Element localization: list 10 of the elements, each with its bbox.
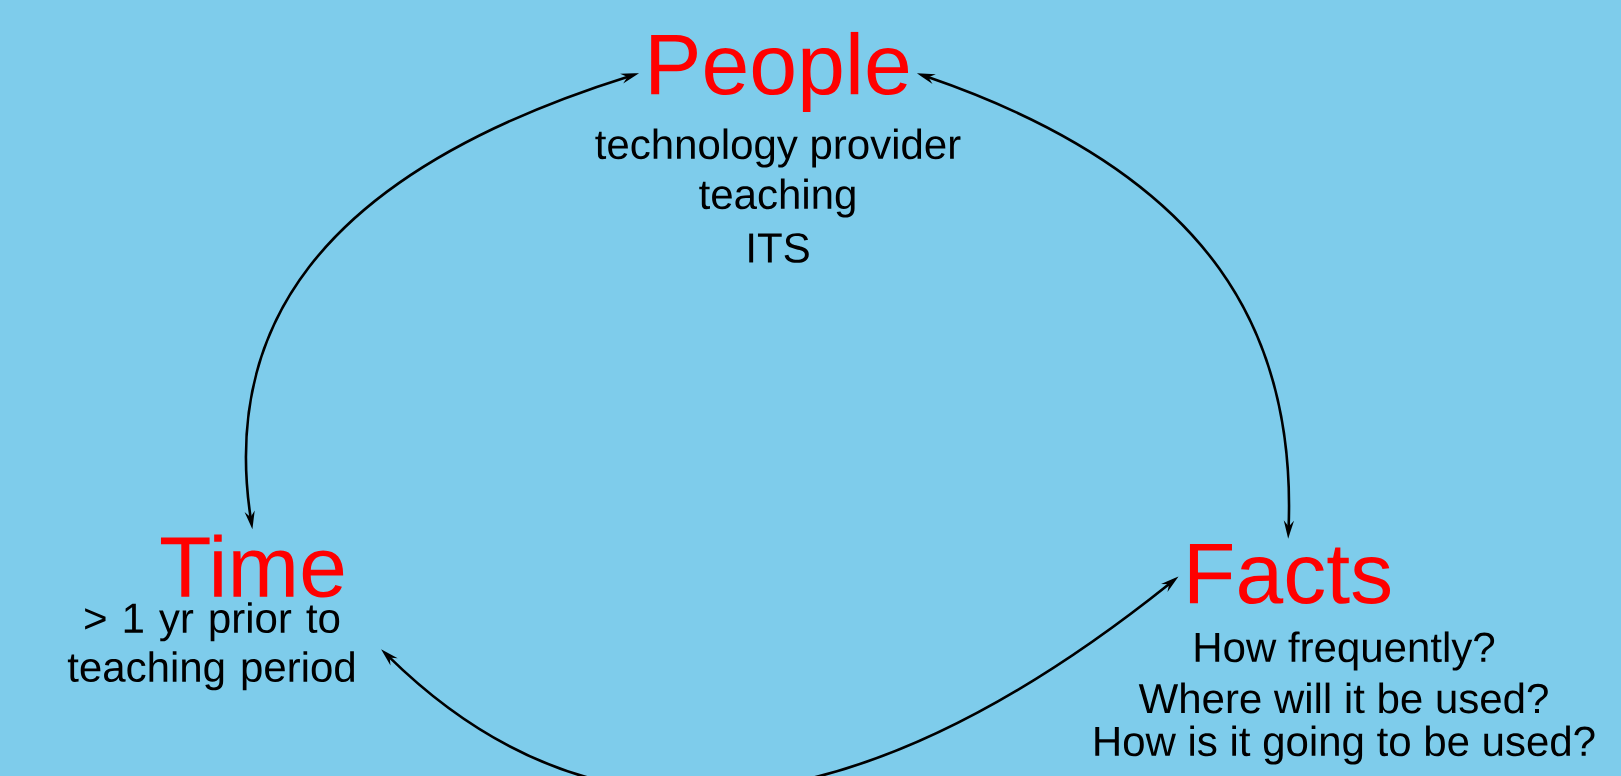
node-description: ITS	[749, 233, 809, 263]
node-description: teaching	[699, 178, 855, 218]
node-description: > 1 yr prior to teaching period	[67, 602, 354, 691]
node-title: People	[651, 31, 909, 113]
node-description: How is it going to be used?	[1095, 725, 1595, 765]
node-title: Facts	[1189, 544, 1391, 604]
node-title: Time	[160, 534, 344, 598]
node-description: How frequently?	[1195, 631, 1495, 671]
node-description: technology provider	[595, 128, 961, 168]
node-description: Where will it be used?	[1138, 682, 1548, 714]
